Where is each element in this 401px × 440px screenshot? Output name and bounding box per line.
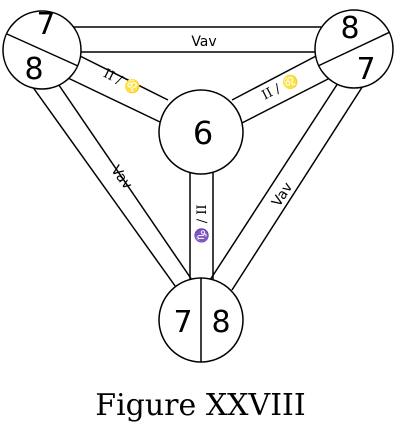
node-top-right: 8 7 bbox=[314, 9, 394, 89]
figure-caption: Figure XXVIII bbox=[95, 388, 306, 423]
path-top: Vav bbox=[68, 26, 330, 53]
node-center: 6 bbox=[158, 89, 244, 175]
path-label-top: Vav bbox=[191, 34, 216, 50]
path-label-right-outer: Vav bbox=[269, 180, 296, 210]
path-label-inner-bottom: ♑ / II bbox=[194, 204, 210, 243]
tree-diagram: Vav Vav Vav II / ♌ II / ♌ bbox=[2, 7, 394, 363]
path-inner-left: II / ♌ bbox=[67, 54, 169, 123]
path-label-inner-right: II / ♌ bbox=[259, 71, 301, 103]
node-bottom-left: 7 bbox=[173, 305, 192, 340]
node-bottom-right: 8 bbox=[211, 305, 230, 340]
path-label-inner-left: II / ♌ bbox=[101, 65, 143, 97]
node-top-left-upper: 7 bbox=[36, 7, 55, 42]
node-top-right-lower: 7 bbox=[356, 52, 375, 87]
node-top-left: 7 8 bbox=[2, 7, 82, 90]
path-inner-bottom: ♑ / II bbox=[189, 170, 214, 280]
path-label-left-outer: Vav bbox=[107, 163, 135, 193]
node-center-value: 6 bbox=[193, 114, 213, 152]
path-left-outer: Vav bbox=[21, 71, 193, 291]
node-top-left-lower: 8 bbox=[24, 52, 43, 87]
node-top-right-upper: 8 bbox=[340, 11, 359, 46]
path-inner-right: II / ♌ bbox=[231, 54, 331, 125]
node-bottom: 7 8 bbox=[158, 277, 244, 363]
